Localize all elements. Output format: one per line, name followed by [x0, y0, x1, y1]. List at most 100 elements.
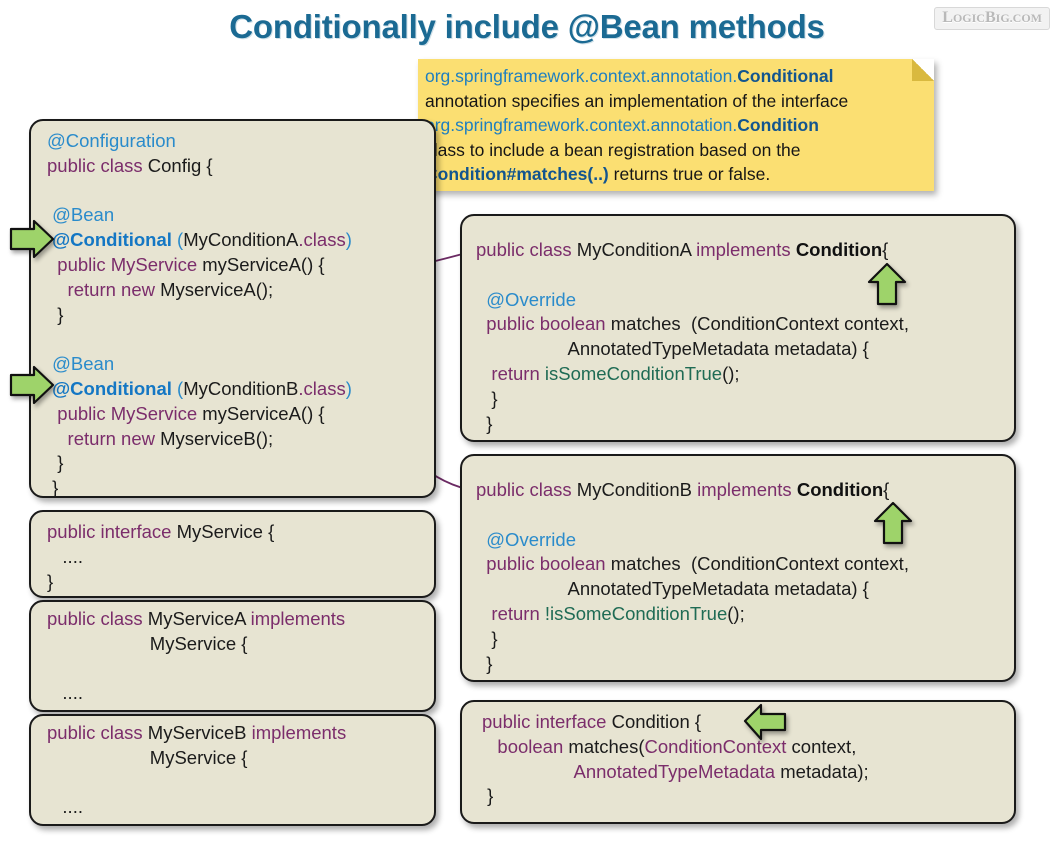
code-token: @Bean	[47, 353, 115, 375]
code-token: implements	[696, 239, 791, 260]
code-token: }	[476, 627, 498, 649]
note-line2: annotation specifies an implementation o…	[425, 90, 849, 111]
code-token: implements	[250, 608, 346, 629]
code-token: }	[476, 652, 493, 674]
code-token: return new	[47, 427, 155, 449]
code-token: ....	[47, 682, 83, 704]
code-token: (	[171, 377, 184, 399]
code-token: {	[883, 479, 890, 500]
code-token: MyConditionA	[571, 239, 697, 260]
code-token: ();	[722, 362, 740, 384]
green-arrow-condition-b	[873, 501, 913, 545]
note-line1-bold: Conditional	[737, 66, 834, 86]
code-token: public class	[47, 722, 143, 743]
code-token: return	[476, 362, 545, 384]
code-token: isSomeConditionTrue	[544, 362, 723, 384]
code-token: public class	[47, 154, 143, 176]
code-token: @Override	[476, 288, 576, 310]
code-token: MyserviceB();	[154, 427, 274, 449]
code-token: }	[47, 570, 54, 592]
code-token: (	[171, 229, 184, 251]
myserviceb-box: public class MyServiceB implements MySer…	[29, 714, 436, 826]
code-token: matches (ConditionContext context,	[605, 313, 909, 335]
logo-text-dot: .	[1009, 11, 1013, 25]
code-token: public class	[476, 239, 572, 260]
myconditiona-box: public class MyConditionA implements Con…	[460, 214, 1016, 442]
green-arrow-conditional-a	[9, 219, 55, 259]
code-token: MyService {	[47, 746, 248, 768]
code-token: myServiceA() {	[197, 402, 325, 424]
code-token: MyserviceA();	[154, 278, 274, 300]
note-line3-bold: Condition	[737, 115, 819, 135]
logo-text-ogic: OGIC	[952, 11, 985, 25]
code-token: }	[476, 412, 493, 434]
code-token: ();	[727, 602, 745, 624]
logo-text-b: B	[984, 9, 996, 26]
logo-text-ig: IG	[995, 11, 1010, 25]
code-token: public boolean	[476, 313, 606, 335]
code-token: public interface	[482, 711, 607, 732]
code-token: context,	[786, 735, 857, 757]
myservicea-code: public class MyServiceA implements MySer…	[47, 607, 346, 710]
condition-interface-code: public interface Condition { boolean mat…	[482, 710, 869, 809]
code-token: public boolean	[476, 553, 606, 575]
config-code: @Configuration public class Config { @Be…	[47, 129, 352, 498]
note-line1-prefix: org.springframework.context.annotation.	[425, 66, 738, 86]
condition-interface-box: public interface Condition { boolean mat…	[460, 700, 1016, 824]
code-token: MyServiceA	[142, 608, 251, 629]
config-code-box: @Configuration public class Config { @Be…	[29, 119, 436, 498]
code-token: MyConditionA	[183, 229, 299, 251]
code-token: Config {	[142, 154, 213, 176]
code-token: @Bean	[47, 204, 115, 226]
code-token: AnnotatedTypeMetadata metadata) {	[476, 578, 869, 600]
code-token: !isSomeConditionTrue	[544, 602, 728, 624]
code-token: }	[47, 707, 53, 710]
note-fold-corner	[912, 59, 934, 81]
code-token: implements	[697, 479, 792, 500]
code-token: )	[345, 229, 352, 251]
code-token: public interface	[47, 521, 172, 542]
code-token: return new	[47, 278, 155, 300]
code-token: myServiceA() {	[197, 253, 325, 275]
code-token: Condition	[795, 239, 883, 260]
page-title: Conditionally include @Bean methods	[229, 8, 825, 45]
logicbig-logo: LOGICBIG.COM	[934, 7, 1050, 30]
green-arrow-condition-interface	[743, 703, 787, 741]
code-token: public MyService	[47, 253, 198, 275]
code-token: }	[47, 452, 64, 474]
code-token: AnnotatedTypeMetadata	[573, 760, 776, 782]
code-token	[482, 761, 574, 782]
myconditiona-code: public class MyConditionA implements Con…	[476, 238, 909, 436]
code-token: public class	[47, 608, 143, 629]
code-token: implements	[251, 722, 347, 743]
code-token: @Conditional	[47, 377, 172, 399]
code-token: MyServiceB	[142, 722, 252, 743]
code-token: {	[882, 239, 889, 260]
myserviceb-code: public class MyServiceB implements MySer…	[47, 721, 347, 824]
code-token: Condition	[796, 479, 884, 500]
logo-text-l: L	[942, 9, 953, 26]
code-token: MyService {	[171, 521, 275, 542]
code-token: MyConditionB	[183, 377, 299, 399]
code-token: MyConditionB	[571, 479, 698, 500]
code-token: }	[47, 477, 59, 498]
code-token: ....	[47, 796, 83, 818]
info-note: org.springframework.context.annotation.C…	[418, 59, 934, 191]
code-token: .class	[298, 377, 346, 399]
logo-text-com: COM	[1012, 11, 1042, 25]
code-token: }	[476, 387, 498, 409]
code-token: ConditionContext	[644, 735, 787, 757]
code-token: AnnotatedTypeMetadata metadata) {	[476, 338, 869, 360]
note-line5-rest: returns true or false.	[608, 164, 771, 184]
code-token: }	[47, 303, 64, 325]
code-token: matches(	[563, 735, 645, 757]
code-token: public class	[476, 479, 572, 500]
myservice-interface-box: public interface MyService { .... }	[29, 510, 436, 598]
code-token: )	[345, 377, 352, 399]
code-token: .class	[298, 229, 346, 251]
code-token: public MyService	[47, 402, 198, 424]
code-token: return	[476, 602, 545, 624]
code-token: ....	[47, 545, 83, 567]
myservicea-box: public class MyServiceA implements MySer…	[29, 600, 436, 712]
